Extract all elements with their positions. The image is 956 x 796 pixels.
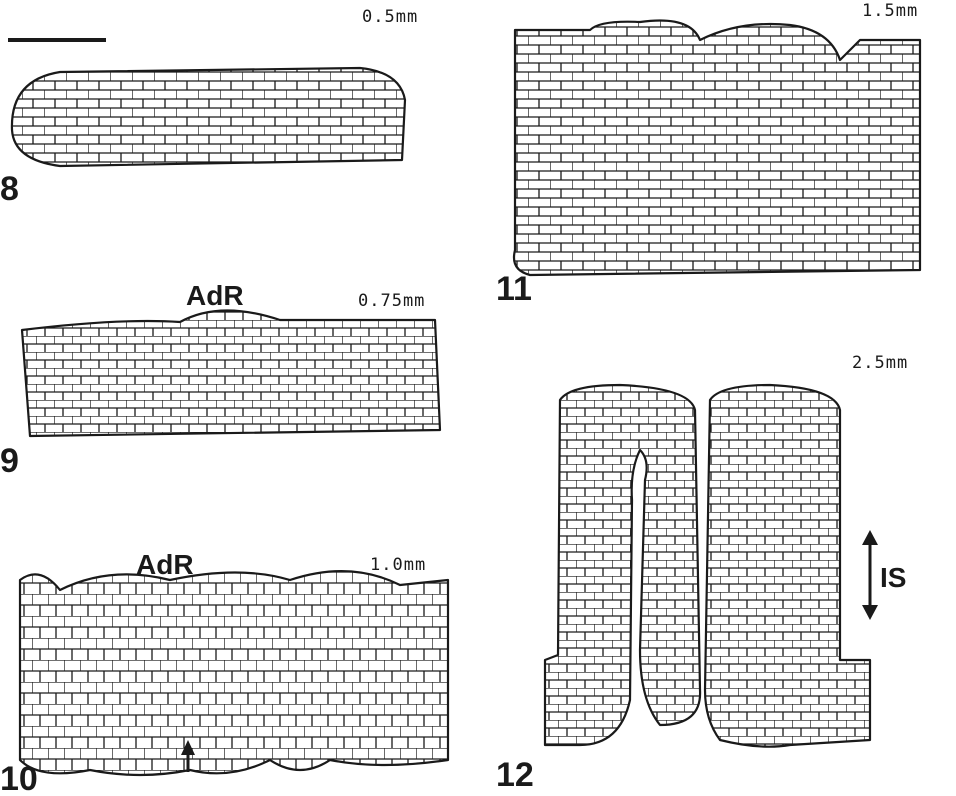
panel-8-number: 8 xyxy=(0,170,19,208)
panel-9-number: 9 xyxy=(0,442,19,480)
panel-12-label: IS xyxy=(880,562,906,593)
panel-9-label: AdR xyxy=(186,280,244,311)
double-arrow-icon xyxy=(862,530,878,620)
panel-9: AdR 0.75mm 9 xyxy=(0,280,445,480)
panel-11: 1.5mm 11 xyxy=(496,1,925,308)
panel-9-size: 0.75mm xyxy=(358,291,425,311)
panel-10-size: 1.0mm xyxy=(370,555,426,575)
panel-8: 0.5mm 8 xyxy=(0,7,420,208)
panel-11-number: 11 xyxy=(496,270,532,308)
panel-12: 2.5mm IS 12 xyxy=(496,353,908,794)
panel-11-tissue-cells xyxy=(510,15,925,280)
panel-8-size: 0.5mm xyxy=(362,7,418,27)
panel-10: AdR 1.0mm 10 xyxy=(0,549,455,796)
panel-10-tissue-cells xyxy=(15,555,455,785)
panel-8-tissue-cells xyxy=(0,60,420,180)
panel-12-size: 2.5mm xyxy=(852,353,908,373)
panel-9-tissue-cells xyxy=(20,295,445,440)
panel-12-number: 12 xyxy=(496,756,534,794)
panel-11-size: 1.5mm xyxy=(862,1,918,21)
panel-10-number: 10 xyxy=(0,760,38,796)
